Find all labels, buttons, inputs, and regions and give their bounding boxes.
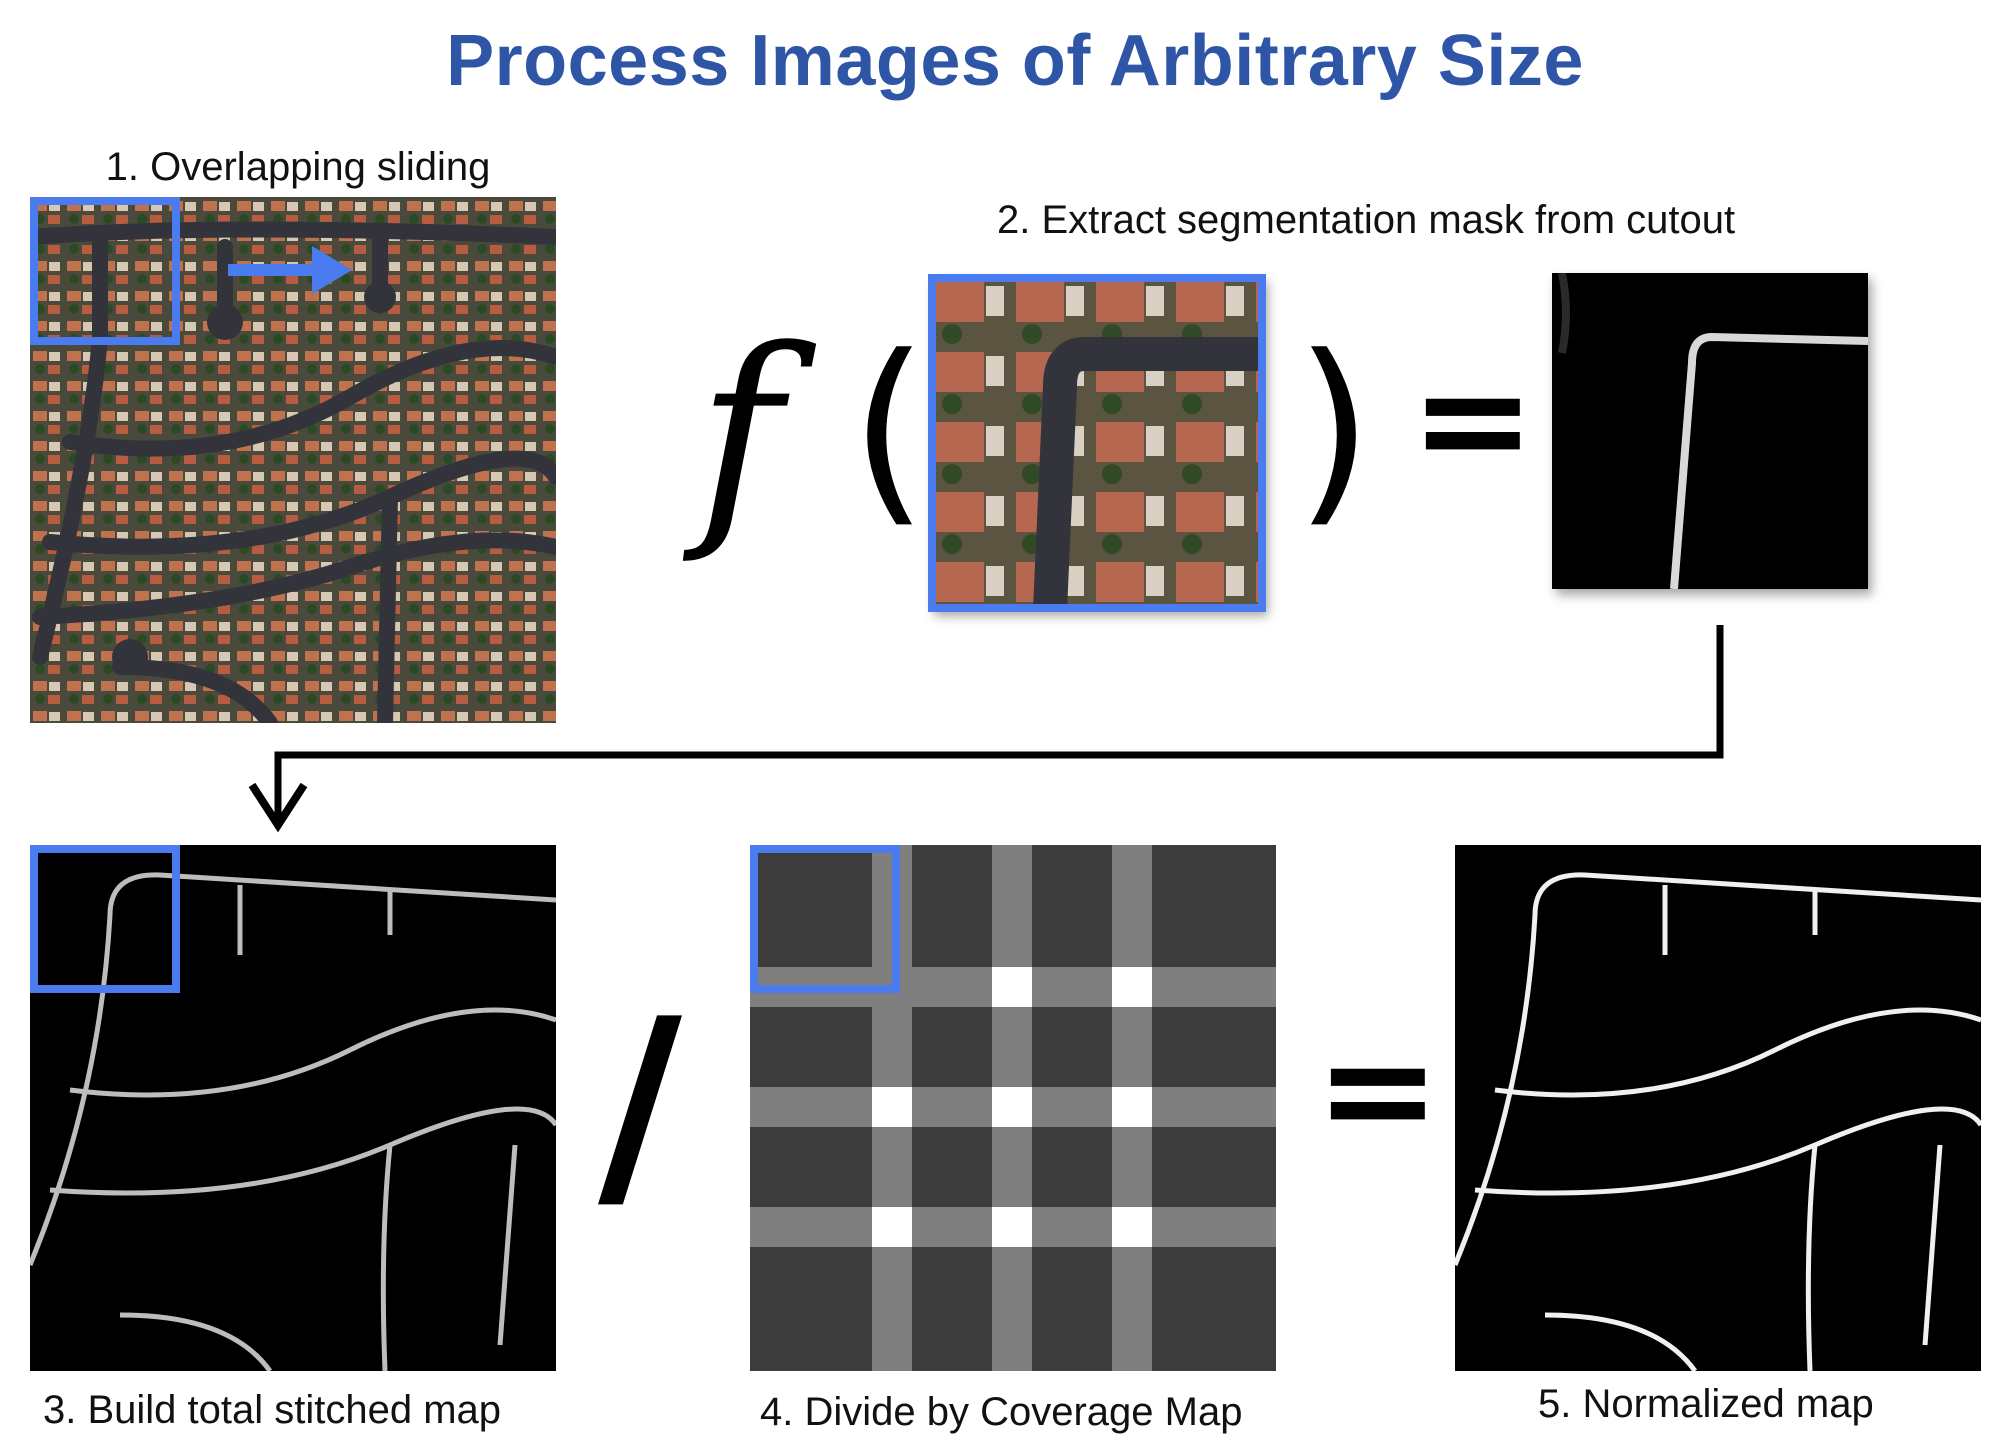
page-title: Process Images of Arbitrary Size [446,21,1584,101]
coverage-window-box [750,845,900,993]
open-paren: ( [850,313,929,546]
step4-label: 4. Divide by Coverage Map [760,1390,1243,1434]
close-paren: ) [1295,313,1374,546]
satellite-image [30,197,556,723]
sliding-window-box [30,197,180,345]
coverage-map [750,845,1276,1371]
cutout-mask-graphic [1558,273,1868,589]
cutout-image-graphic [930,276,1264,610]
stitched-window-box [30,845,180,993]
equals-sign-bottom: = [1315,1003,1441,1177]
coverage-map-graphic [750,845,1276,1371]
stitched-map-graphic [30,872,556,1371]
equals-sign-top: = [1410,333,1536,507]
stitched-map [30,845,556,1371]
cutout-mask [1552,273,1868,589]
cutout-selection-box [928,274,1266,612]
normalized-map [1455,845,1981,1371]
step2-label: 2. Extract segmentation mask from cutout [997,198,1736,242]
step3-label: 3. Build total stitched map [43,1388,502,1432]
function-symbol: f [697,301,783,568]
step5-label: 5. Normalized map [1538,1382,1874,1426]
cutout-image [930,276,1264,610]
divide-symbol: / [598,971,683,1238]
normalized-map-graphic [1455,872,1981,1371]
